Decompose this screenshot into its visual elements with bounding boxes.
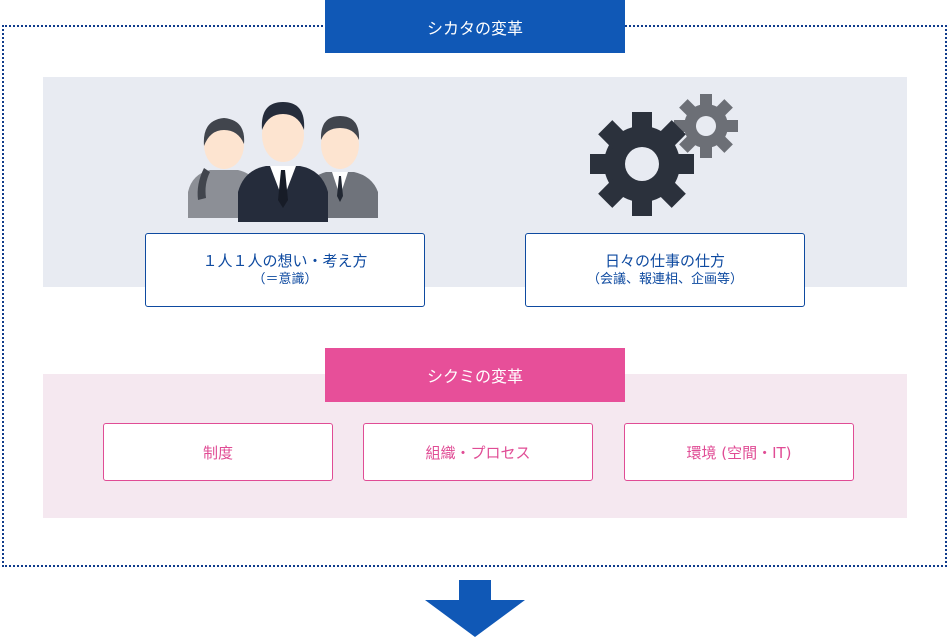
work-label-sub: （会議、報連相、企画等） — [586, 272, 743, 287]
arrow-down-icon — [425, 580, 525, 637]
shikumi-item-label: 組織・プロセス — [425, 443, 531, 462]
people-icon — [188, 102, 378, 222]
shikumi-item-environment: 環境 (空間・IT) — [624, 423, 854, 481]
work-label-main: 日々の仕事の仕方 — [604, 252, 725, 270]
people-label-sub: （＝意識） — [252, 272, 318, 287]
shikata-title: シカタの変革 — [426, 18, 523, 38]
shikumi-item-label: 制度 — [202, 443, 233, 462]
shikumi-title: シクミの変革 — [426, 367, 523, 386]
shikumi-header: シクミの変革 — [325, 348, 625, 402]
work-label-box: 日々の仕事の仕方 （会議、報連相、企画等） — [525, 233, 805, 307]
shikumi-item-organization: 組織・プロセス — [363, 423, 593, 481]
shikumi-item-label: 環境 (空間・IT) — [686, 443, 792, 462]
people-label-main: １人１人の想い・考え方 — [202, 252, 368, 270]
gears-icon — [590, 94, 738, 216]
shikata-header: シカタの変革 — [325, 0, 625, 53]
people-label-box: １人１人の想い・考え方 （＝意識） — [145, 233, 425, 307]
shikumi-item-system: 制度 — [103, 423, 333, 481]
